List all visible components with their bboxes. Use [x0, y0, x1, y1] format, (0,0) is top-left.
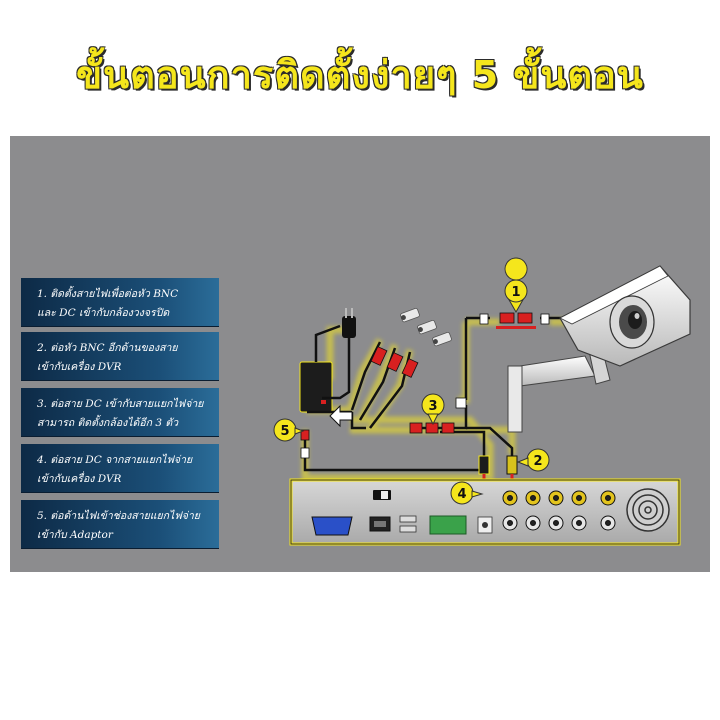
usb-port-icon [399, 515, 417, 523]
vga-port-icon [311, 516, 353, 536]
camera-connectors [479, 312, 550, 329]
wall-plug [322, 308, 356, 400]
callout-2: 2 [516, 448, 550, 472]
cctv-camera [507, 265, 691, 433]
camera-cable [303, 316, 568, 472]
step-5-line-1: 5. ต่อด้านไฟเข้าช่องสายแยกไฟจ่าย [37, 510, 200, 522]
callout-4: 4 [450, 481, 484, 505]
callout-5: 5 [273, 418, 305, 442]
step-5-box: 5. ต่อด้านไฟเข้าช่องสายแยกไฟจ่าย เข้ากับ… [21, 500, 219, 549]
step-1-line-2: และ DC เข้ากับกล้องวงจรปิด [37, 307, 170, 319]
callout-5-label: 5 [280, 424, 289, 439]
callout-3: 3 [421, 393, 445, 426]
step-5-line-2: เข้ากับ Adaptor [37, 529, 113, 541]
splitter-connectors [370, 346, 419, 378]
step-3-box: 3. ต่อสาย DC เข้ากับสายแยกไฟจ่าย สามารถ … [21, 388, 219, 437]
step-2-line-1: 2. ต่อหัว BNC อีกด้านของสาย [37, 342, 178, 354]
callout-1-label: 1 [511, 285, 520, 300]
step-4-box: 4. ต่อสาย DC จากสายแยกไฟจ่าย เข้ากับเครื… [21, 444, 219, 493]
callout-4-label: 4 [457, 487, 466, 502]
step-1-box: 1. ติดตั้งสายไฟเพื่อต่อหัว BNC และ DC เข… [21, 278, 219, 327]
page-title: ขั้นตอนการติดตั้งง่ายๆ 5 ขั้นตอน [76, 53, 644, 97]
dc-splitter-connectors [409, 397, 467, 434]
bnc-ports [502, 490, 616, 531]
fan-grille-icon [626, 488, 670, 532]
step-1-line-1: 1. ติดตั้งสายไฟเพื่อต่อหัว BNC [37, 288, 179, 300]
callout-3-label: 3 [428, 399, 437, 414]
step-4-line-1: 4. ต่อสาย DC จากสายแยกไฟจ่าย [37, 454, 193, 466]
step-3-line-2: สามารถ ติดตั้งกล้องได้อีก 3 ตัว [37, 417, 179, 429]
small-cameras [400, 308, 452, 347]
step-2-box: 2. ต่อหัว BNC อีกด้านของสาย เข้ากับเครื่… [21, 332, 219, 381]
step-4-line-2: เข้ากับเครื่อง DVR [37, 473, 122, 485]
callout-1: 1 [504, 257, 528, 314]
splitter-arrow [329, 404, 353, 428]
dvr-unit [289, 478, 681, 546]
power-adapter [299, 324, 341, 413]
step-2-line-2: เข้ากับเครื่อง DVR [37, 361, 122, 373]
terminal-block-icon [429, 515, 467, 535]
callout-2-label: 2 [533, 454, 542, 469]
step-3-line-1: 3. ต่อสาย DC เข้ากับสายแยกไฟจ่าย [37, 398, 204, 410]
adapter-dc-connector [300, 429, 310, 459]
